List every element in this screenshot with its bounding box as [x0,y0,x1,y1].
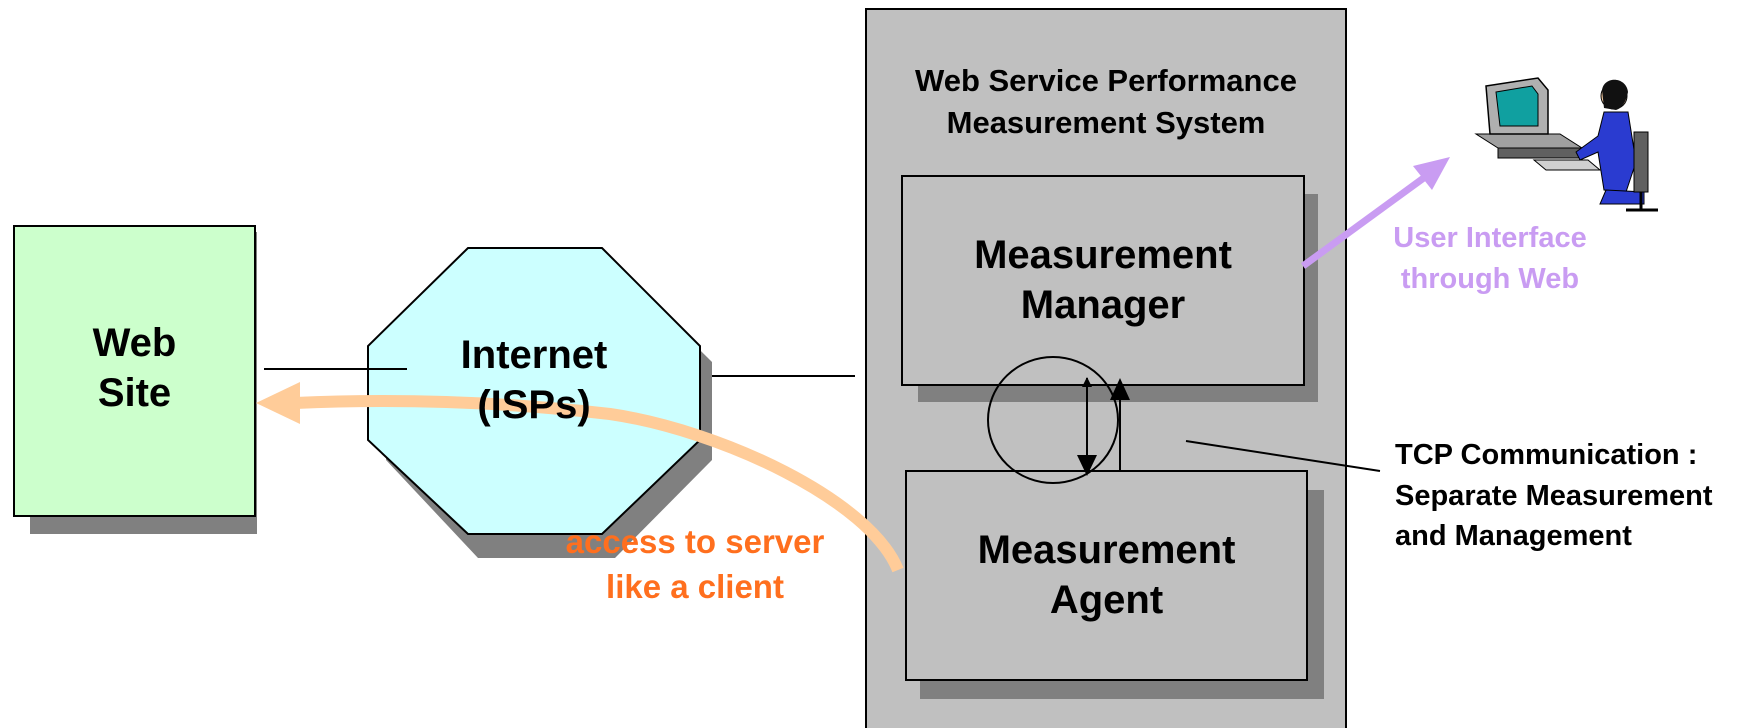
internet-node [367,247,712,558]
user-at-computer-icon [1474,77,1658,212]
manager-label-line-2: Manager [1020,283,1186,327]
manager-label-line-1: Measurement [974,233,1232,277]
access-note-line-1: access to server [565,523,825,560]
user-interface-arrow [1300,174,1428,269]
tcp-note-line-1: TCP Communication : [1395,439,1698,471]
tcp-note-line-3: and Management [1395,520,1632,553]
user-interface-arrow-head [1413,157,1450,190]
ui-note-line-2: through Web [1400,262,1580,295]
access-arrow [294,394,904,573]
internet-label: Internet (ISPs) [368,330,700,430]
system-title-line-1: Web Service Performance [915,63,1297,98]
manager-label: Measurement Manager [902,230,1304,330]
ui-note-line-1: User Interface [1393,222,1587,254]
measurement-agent-node [905,470,1324,699]
web-site-node [13,225,257,534]
tcp-callout-line [1185,440,1381,472]
system-title-line-2: Measurement System [946,104,1266,140]
tcp-note-line-2: Separate Measurement [1395,479,1713,512]
system-title: Web Service Performance Measurement Syst… [866,60,1346,144]
measurement-manager-node [901,175,1318,402]
access-note-line-2: like a client [606,567,784,605]
web-site-label-line-1: Web [92,321,177,365]
access-note: access to server like a client [535,520,855,609]
agent-label: Measurement Agent [906,525,1307,625]
internet-label-line-1: Internet [460,333,608,377]
ui-note: User Interface through Web [1360,218,1620,299]
down-arrow-head [1077,455,1097,476]
agent-label-line-1: Measurement [977,528,1236,572]
access-arrow-head [256,382,300,424]
internet-label-line-2: (ISPs) [477,383,591,427]
tcp-note: TCP Communication : Separate Measurement… [1395,435,1745,557]
web-site-label: Web Site [14,318,255,418]
agent-label-line-2: Agent [1049,578,1164,622]
up-arrow-head [1110,378,1130,400]
tcp-communication-circle [987,356,1119,484]
web-site-label-line-2: Site [97,371,172,415]
